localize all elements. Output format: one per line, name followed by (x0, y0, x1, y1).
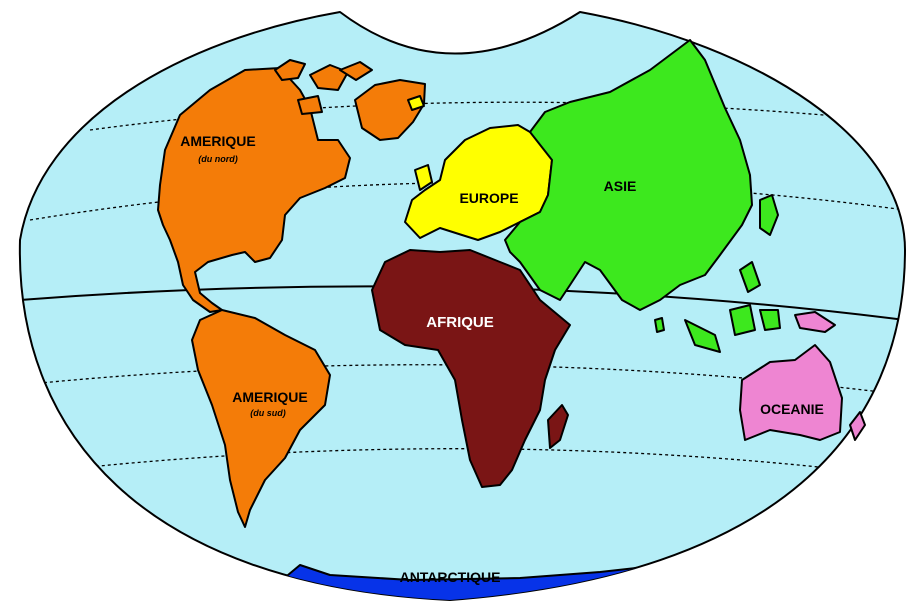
island-indonesia-3 (759, 309, 781, 331)
island-sri-lanka (654, 317, 665, 333)
continent-africa (371, 249, 571, 488)
label-north-america: AMERIQUE (180, 133, 255, 149)
continent-asia (504, 39, 753, 311)
label-north-america-sub: (du nord) (198, 154, 238, 164)
island-japan (759, 194, 779, 236)
label-europe: EUROPE (459, 190, 518, 206)
label-south-america-sub: (du sud) (250, 408, 286, 418)
island-indonesia-2 (729, 304, 756, 336)
island-arctic-4 (297, 95, 323, 115)
label-antarctica: ANTARCTIQUE (400, 569, 501, 585)
island-philippines (739, 261, 761, 293)
island-britain (414, 164, 433, 191)
island-arctic-2 (309, 64, 349, 91)
island-arctic-3 (339, 61, 373, 81)
label-asia: ASIE (604, 178, 637, 194)
continent-oceania (739, 344, 843, 441)
island-indonesia-1 (684, 319, 721, 353)
island-arctic-1 (274, 59, 306, 81)
label-south-america: AMERIQUE (232, 389, 307, 405)
island-iceland (407, 95, 425, 111)
island-new-guinea (794, 311, 836, 333)
label-africa: AFRIQUE (426, 314, 494, 331)
island-greenland (354, 79, 426, 141)
island-new-zealand (849, 411, 866, 441)
continent-south-america (191, 309, 331, 528)
island-madagascar (547, 404, 569, 449)
label-oceania: OCEANIE (760, 401, 824, 417)
latitude-line-antarctic (59, 448, 891, 476)
